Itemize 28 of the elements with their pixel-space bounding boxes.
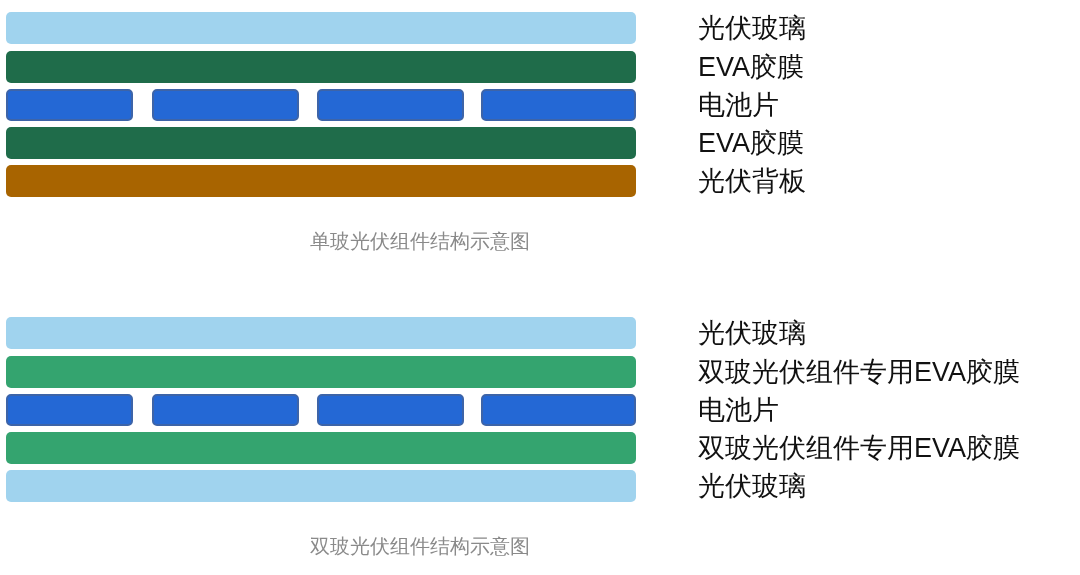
layer-label: 电池片 <box>698 394 779 427</box>
layer-label: 双玻光伏组件专用EVA胶膜 <box>698 356 1021 389</box>
layer-bar <box>6 51 636 83</box>
layer-bar <box>6 317 636 349</box>
solar-cell-bar <box>481 89 636 121</box>
caption: 双玻光伏组件结构示意图 <box>310 534 530 559</box>
layer-bar <box>6 127 636 159</box>
layer-bar <box>6 356 636 388</box>
layer-label: 光伏背板 <box>698 165 806 198</box>
solar-cell-bar <box>152 394 299 426</box>
solar-cell-bar <box>317 394 464 426</box>
caption: 单玻光伏组件结构示意图 <box>310 229 530 254</box>
layer-label: 光伏玻璃 <box>698 317 806 350</box>
solar-cell-bar <box>6 394 133 426</box>
solar-cell-bar <box>317 89 464 121</box>
layer-label: EVA胶膜 <box>698 127 805 160</box>
layer-label: 双玻光伏组件专用EVA胶膜 <box>698 432 1021 465</box>
layer-bar <box>6 12 636 44</box>
layer-label: EVA胶膜 <box>698 51 805 84</box>
layer-label: 光伏玻璃 <box>698 12 806 45</box>
solar-cell-bar <box>6 89 133 121</box>
layer-bar <box>6 432 636 464</box>
layer-bar <box>6 470 636 502</box>
layer-label: 电池片 <box>698 89 779 122</box>
layer-label: 光伏玻璃 <box>698 470 806 503</box>
solar-cell-bar <box>152 89 299 121</box>
solar-cell-bar <box>481 394 636 426</box>
layer-bar <box>6 165 636 197</box>
